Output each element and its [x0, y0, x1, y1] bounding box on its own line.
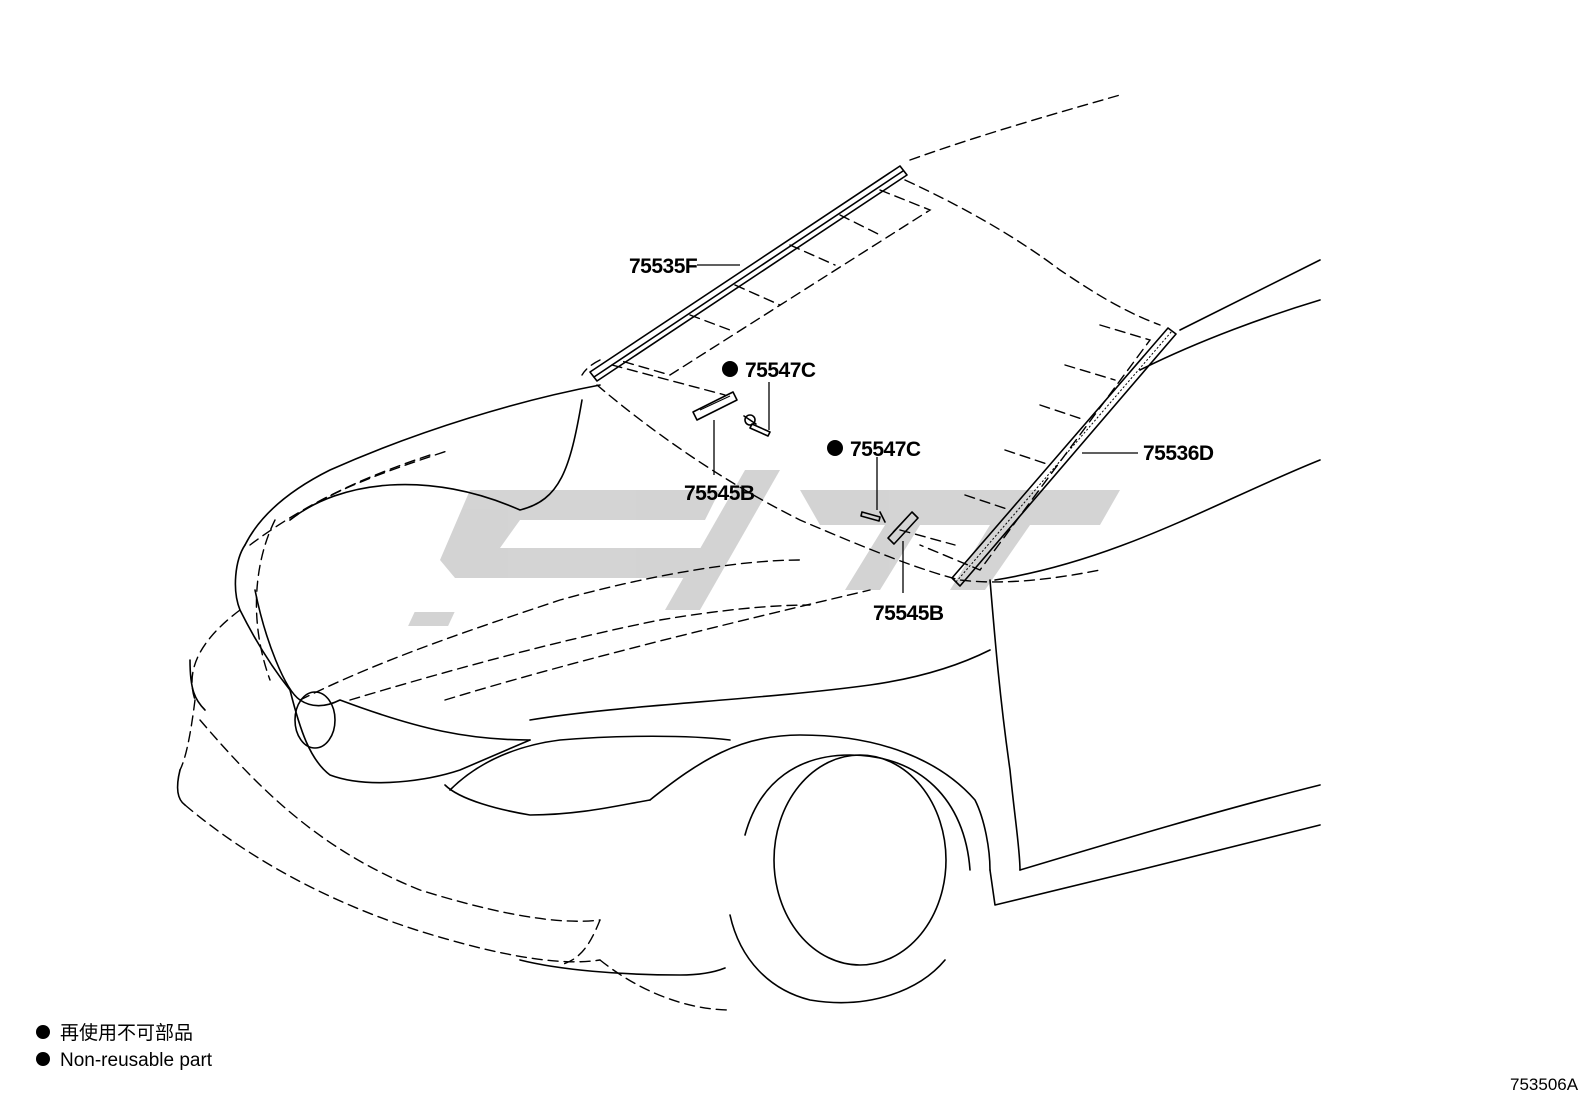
- non-reusable-dot-icon: [36, 1052, 50, 1066]
- fastener-75547C-lower: [860, 511, 886, 523]
- illustration-code: 753506A: [1510, 1075, 1579, 1094]
- phantom-outline: [179, 94, 1161, 1011]
- legend-text-english: Non-reusable part: [60, 1050, 213, 1071]
- legend-text-japanese: 再使用不可部品: [60, 1022, 193, 1044]
- side-moulding-75536D: [951, 327, 1177, 587]
- clip-75545B-upper: [692, 391, 738, 421]
- roof-moulding-75535F: [589, 165, 908, 382]
- watermark-logo: [408, 470, 1120, 626]
- callout-label: 75535F: [629, 255, 698, 278]
- non-reusable-dot-icon: [827, 440, 843, 456]
- car-body-outline: [176, 259, 1321, 1004]
- callout-label: 75545B: [873, 602, 944, 625]
- non-reusable-dot-icon: [36, 1025, 50, 1039]
- callout-label: 75547C: [850, 438, 921, 461]
- legend: 再使用不可部品 Non-reusable part: [36, 1022, 213, 1071]
- fastener-75547C-upper: [743, 414, 771, 437]
- clip-75545B-lower: [887, 511, 919, 545]
- non-reusable-dot-icon: [722, 361, 738, 377]
- leader-lines: [697, 264, 1138, 593]
- callout-label: 75536D: [1143, 442, 1214, 465]
- callout-label: 75545B: [684, 482, 755, 505]
- callout-label: 75547C: [745, 359, 816, 382]
